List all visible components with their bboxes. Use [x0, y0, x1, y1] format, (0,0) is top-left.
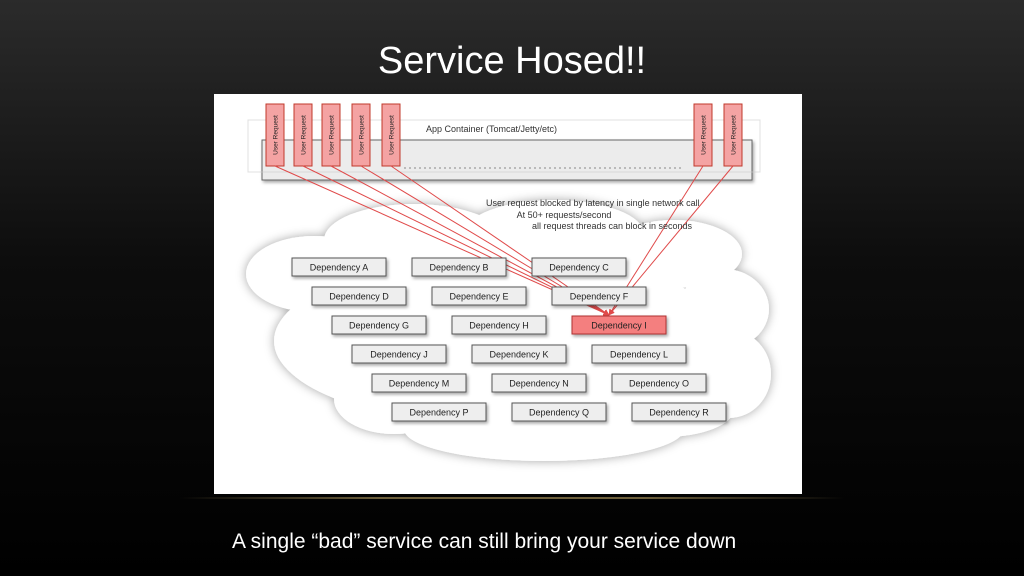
dependency-label: Dependency Q — [529, 408, 589, 418]
dependency-box: Dependency I — [571, 315, 667, 335]
dependency-box: Dependency A — [291, 257, 387, 277]
dependency-box: Dependency H — [451, 315, 547, 335]
dependency-box: Dependency F — [551, 286, 647, 306]
dependency-label: Dependency M — [389, 379, 450, 389]
user-request-label: User Request — [731, 115, 738, 155]
dependency-label: Dependency B — [429, 263, 488, 273]
dependency-box: Dependency J — [351, 344, 447, 364]
dependency-label: Dependency N — [509, 379, 569, 389]
dependency-label: Dependency H — [469, 321, 529, 331]
user-request-label: User Request — [701, 115, 708, 155]
dependency-label: Dependency E — [449, 292, 508, 302]
user-request-label: User Request — [359, 115, 366, 155]
note-line-1: User request blocked by latency in singl… — [486, 198, 700, 208]
dependency-label: Dependency F — [570, 292, 629, 302]
container-label: App Container (Tomcat/Jetty/etc) — [426, 124, 557, 134]
dependency-box: Dependency R — [631, 402, 727, 422]
slide-divider — [180, 497, 844, 499]
dependency-label: Dependency D — [329, 292, 389, 302]
dependency-label: Dependency A — [310, 263, 369, 273]
dependency-box: Dependency Q — [511, 402, 607, 422]
slide-title: Service Hosed!! — [377, 40, 647, 82]
user-request: User Request — [293, 103, 313, 167]
dependency-box: Dependency E — [431, 286, 527, 306]
dependency-box: Dependency C — [531, 257, 627, 277]
user-request-label: User Request — [273, 115, 280, 155]
dependency-label: Dependency P — [409, 408, 468, 418]
diagram-panel: App Container (Tomcat/Jetty/etc) User Re… — [214, 94, 802, 494]
user-request: User Request — [321, 103, 341, 167]
dependency-grid: Dependency A Dependency B Dependency C Depe… — [291, 257, 727, 422]
user-request-label: User Request — [389, 115, 396, 155]
user-request: User Request — [381, 103, 401, 167]
note-line-3: all request threads can block in seconds — [532, 221, 693, 231]
dependency-label: Dependency I — [591, 321, 647, 331]
user-request: User Request — [351, 103, 371, 167]
dependency-box: Dependency D — [311, 286, 407, 306]
user-request-label: User Request — [329, 115, 336, 155]
dependency-box: Dependency P — [391, 402, 487, 422]
user-request: User Request — [723, 103, 743, 167]
dependency-box: Dependency B — [411, 257, 507, 277]
dependency-label: Dependency R — [649, 408, 709, 418]
dependency-box: Dependency O — [611, 373, 707, 393]
note-line-2: At 50+ requests/second — [517, 210, 612, 220]
dependency-label: Dependency C — [549, 263, 609, 273]
dependency-box: Dependency K — [471, 344, 567, 364]
dependency-box: Dependency N — [491, 373, 587, 393]
dependency-label: Dependency L — [610, 350, 668, 360]
slide-caption: A single “bad” service can still bring y… — [232, 530, 737, 553]
dependency-diagram: App Container (Tomcat/Jetty/etc) User Re… — [246, 103, 771, 461]
user-request: User Request — [693, 103, 713, 167]
dependency-label: Dependency O — [629, 379, 689, 389]
dependency-label: Dependency J — [370, 350, 428, 360]
dependency-box: Dependency L — [591, 344, 687, 364]
dependency-label: Dependency G — [349, 321, 409, 331]
user-request-label: User Request — [301, 115, 308, 155]
user-requests: User Request User Request User Request User… — [265, 103, 743, 167]
dependency-label: Dependency K — [489, 350, 548, 360]
latency-note: User request blocked by latency in singl… — [486, 198, 700, 231]
dependency-box: Dependency M — [371, 373, 467, 393]
user-request: User Request — [265, 103, 285, 167]
dependency-box: Dependency G — [331, 315, 427, 335]
